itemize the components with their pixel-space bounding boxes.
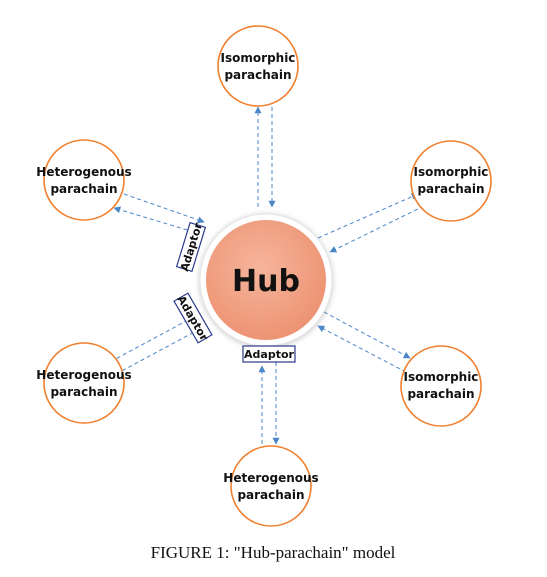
parachain-node-top: Isomorphic parachain: [217, 25, 299, 107]
adaptor-bottom: Adaptor: [242, 345, 296, 363]
arrow-right-top-to-hub: [329, 205, 425, 253]
parachain-node-left-top: Heterogenous parachain: [36, 139, 132, 221]
parachain-node-right-bottom: Isomorphic parachain: [400, 345, 482, 427]
arrow-hub-to-left-bottom: [109, 319, 189, 363]
parachain-label-line2: parachain: [50, 182, 117, 196]
arrow-left-bottom-to-hub: [115, 329, 199, 375]
arrow-left-top-to-hub: [123, 193, 205, 224]
parachain-label-line2: parachain: [224, 68, 291, 82]
parachain-node-left-bottom: Heterogenous parachain: [36, 342, 132, 424]
hub-label: Hub: [232, 264, 300, 299]
parachain-node-right-top: Isomorphic parachain: [410, 140, 492, 222]
parachain-label-line2: parachain: [237, 488, 304, 502]
adaptor-label: Adaptor: [244, 348, 294, 361]
parachain-label-line1: Isomorphic: [404, 370, 479, 384]
parachain-label-line1: Heterogenous: [223, 471, 318, 485]
parachain-label-line1: Isomorphic: [414, 165, 489, 179]
parachain-label-line2: parachain: [50, 385, 117, 399]
parachain-node-bottom: Heterogenous parachain: [223, 445, 319, 527]
arrow-hub-to-left-top: [113, 206, 195, 233]
hub-node: Hub: [199, 213, 333, 347]
parachain-label-line1: Heterogenous: [36, 368, 131, 382]
parachain-label-line2: parachain: [407, 387, 474, 401]
arrow-hub-to-right-top: [317, 193, 419, 239]
parachain-label-line1: Isomorphic: [221, 51, 296, 65]
adaptor-label: Adaptor: [178, 221, 205, 273]
parachain-label-line2: parachain: [417, 182, 484, 196]
connectors: [109, 106, 425, 445]
figure-caption: FIGURE 1: "Hub-parachain" model: [151, 543, 396, 562]
arrow-hub-to-right-bottom: [323, 311, 411, 359]
parachain-label-line1: Heterogenous: [36, 165, 131, 179]
arrow-right-bottom-to-hub: [317, 325, 407, 373]
